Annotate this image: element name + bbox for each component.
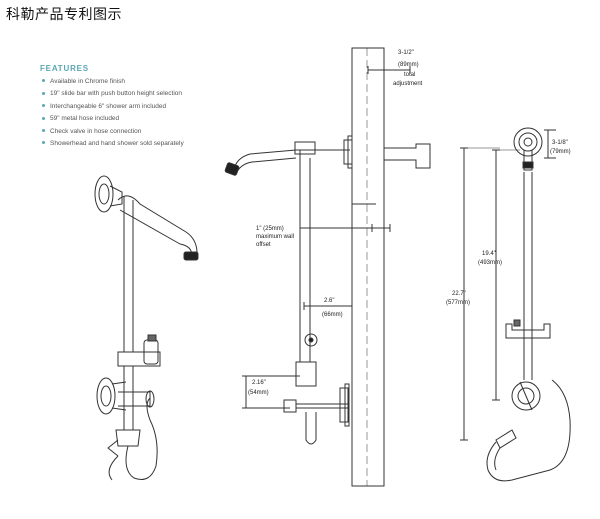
dim-escutcheon-1: 3-1/8" [552, 140, 568, 146]
dim-top-adjust-3: total [404, 72, 415, 78]
dim-wall-offset-2: maximum wall [256, 234, 294, 240]
bullet-icon [42, 141, 45, 145]
feature-text: Interchangeable 6" shower arm included [50, 102, 167, 110]
feature-item: Interchangeable 6" shower arm included [40, 101, 280, 113]
feature-text: Available in Chrome finish [50, 78, 126, 85]
dim-escutcheon-2: (79mm) [550, 149, 571, 155]
feature-item: 59" metal hose included [40, 113, 280, 125]
bullet-icon [42, 91, 45, 95]
dim-overall-2: (577mm) [446, 300, 470, 306]
dim-arm-offset-2: (66mm) [322, 312, 343, 318]
feature-item: Check valve in hose connection [40, 126, 280, 138]
feature-item: 19" slide bar with push button height se… [40, 88, 280, 100]
dim-wall-offset-1: 1" (25mm) [256, 226, 284, 232]
dim-arm-offset-1: 2.6" [324, 298, 334, 304]
bullet-icon [42, 104, 45, 108]
feature-text: 19" slide bar with push button height se… [50, 90, 183, 98]
dim-overall-1: 22.7" [452, 291, 466, 297]
dim-top-adjust-2: (89mm) [398, 62, 419, 68]
dim-valve-offset-2: (54mm) [248, 390, 269, 396]
dim-top-adjust-4: adjustment [393, 81, 423, 87]
front-elevation [460, 127, 571, 482]
side-elevation [224, 47, 431, 487]
page-title: 科勒产品专利图示 [6, 7, 122, 23]
feature-item: Showerhead and hand shower sold separate… [40, 138, 280, 150]
feature-text: Showerhead and hand shower sold separate… [50, 140, 184, 148]
feature-item: Available in Chrome finish [40, 76, 280, 88]
features-title: FEATURES [40, 64, 89, 73]
dim-slide-bar-1: 19.4" [482, 251, 496, 257]
features-panel: FEATURES Available in Chrome finish 19" s… [40, 64, 280, 150]
dimension-labels: 3-1/2" (89mm) total adjustment 1" (25mm)… [248, 50, 571, 396]
bullet-icon [42, 116, 45, 120]
dim-top-adjust-1: 3-1/2" [398, 50, 414, 56]
perspective-view [94, 175, 199, 481]
dim-wall-offset-3: offset [256, 242, 271, 248]
bullet-icon [42, 79, 45, 83]
dim-valve-offset-1: 2.16" [252, 380, 266, 386]
feature-text: Check valve in hose connection [50, 127, 142, 135]
features-list: Available in Chrome finish 19" slide bar … [40, 76, 280, 150]
bullet-icon [42, 128, 45, 132]
feature-text: 59" metal hose included [50, 115, 120, 123]
dim-slide-bar-2: (493mm) [478, 260, 502, 266]
